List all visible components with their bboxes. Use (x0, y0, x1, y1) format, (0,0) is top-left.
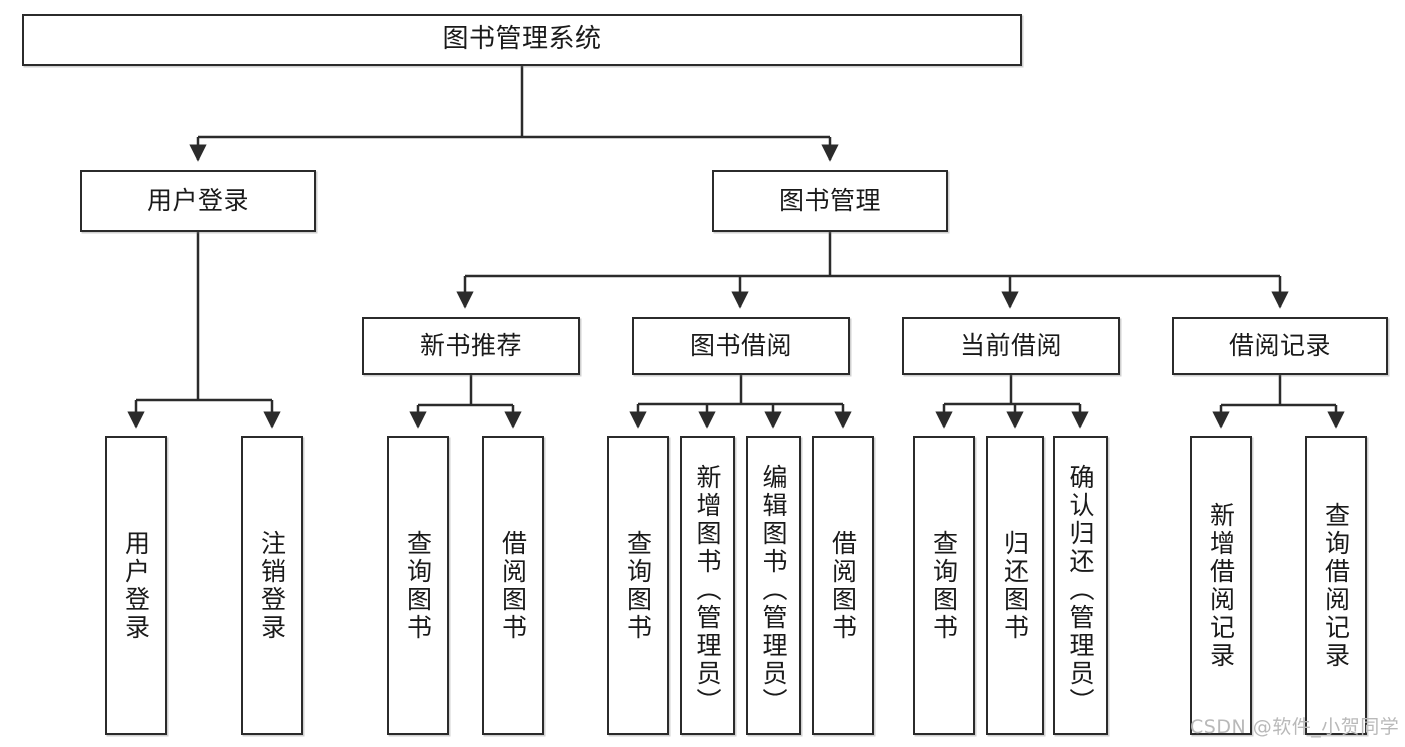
csdn-watermark: CSDN @软件_小贺同学 (1190, 716, 1400, 738)
leaf-user-login-label: 用户登录 (121, 529, 151, 642)
node-root-label: 图书管理系统 (442, 24, 602, 55)
leaf-query-record[interactable]: 查询借阅记录 (1305, 436, 1367, 735)
leaf-edit-book[interactable]: 编辑图书（管理员） (746, 436, 801, 735)
leaf-return-book[interactable]: 归还图书 (986, 436, 1044, 735)
leaf-add-book-label: 新增图书（管理员） (693, 463, 722, 716)
node-new-book-recommend[interactable]: 新书推荐 (362, 317, 580, 375)
node-borrow-record-label: 借阅记录 (1228, 330, 1331, 360)
leaf-logout-label: 注销登录 (257, 529, 287, 642)
node-book-borrow[interactable]: 图书借阅 (632, 317, 850, 375)
leaf-borrow-book-1-label: 借阅图书 (498, 529, 528, 642)
leaf-query-book-2[interactable]: 查询图书 (607, 436, 669, 735)
node-user-login-label: 用户登录 (146, 185, 249, 215)
node-book-manage-label: 图书管理 (778, 185, 881, 215)
leaf-query-book-2-label: 查询图书 (623, 529, 653, 642)
leaf-query-book-3[interactable]: 查询图书 (913, 436, 975, 735)
leaf-query-book-3-label: 查询图书 (929, 529, 959, 642)
node-user-login[interactable]: 用户登录 (80, 170, 316, 232)
leaf-borrow-book-1[interactable]: 借阅图书 (482, 436, 544, 735)
leaf-logout[interactable]: 注销登录 (241, 436, 303, 735)
node-root[interactable]: 图书管理系统 (22, 14, 1022, 66)
leaf-edit-book-label: 编辑图书（管理员） (759, 463, 788, 716)
node-current-borrow[interactable]: 当前借阅 (902, 317, 1120, 375)
leaf-query-book-1[interactable]: 查询图书 (387, 436, 449, 735)
leaf-confirm-return[interactable]: 确认归还（管理员） (1053, 436, 1108, 735)
leaf-query-record-label: 查询借阅记录 (1321, 501, 1351, 670)
leaf-add-record[interactable]: 新增借阅记录 (1190, 436, 1252, 735)
node-book-borrow-label: 图书借阅 (689, 330, 792, 360)
leaf-add-book[interactable]: 新增图书（管理员） (680, 436, 735, 735)
node-new-book-recommend-label: 新书推荐 (419, 330, 522, 360)
leaf-confirm-return-label: 确认归还（管理员） (1066, 463, 1095, 716)
leaf-query-book-1-label: 查询图书 (403, 529, 433, 642)
node-borrow-record[interactable]: 借阅记录 (1172, 317, 1388, 375)
leaf-borrow-book-2[interactable]: 借阅图书 (812, 436, 874, 735)
node-current-borrow-label: 当前借阅 (959, 330, 1062, 360)
leaf-add-record-label: 新增借阅记录 (1206, 501, 1236, 670)
node-book-manage[interactable]: 图书管理 (712, 170, 948, 232)
leaf-borrow-book-2-label: 借阅图书 (828, 529, 858, 642)
leaf-user-login[interactable]: 用户登录 (105, 436, 167, 735)
leaf-return-book-label: 归还图书 (1000, 529, 1030, 642)
